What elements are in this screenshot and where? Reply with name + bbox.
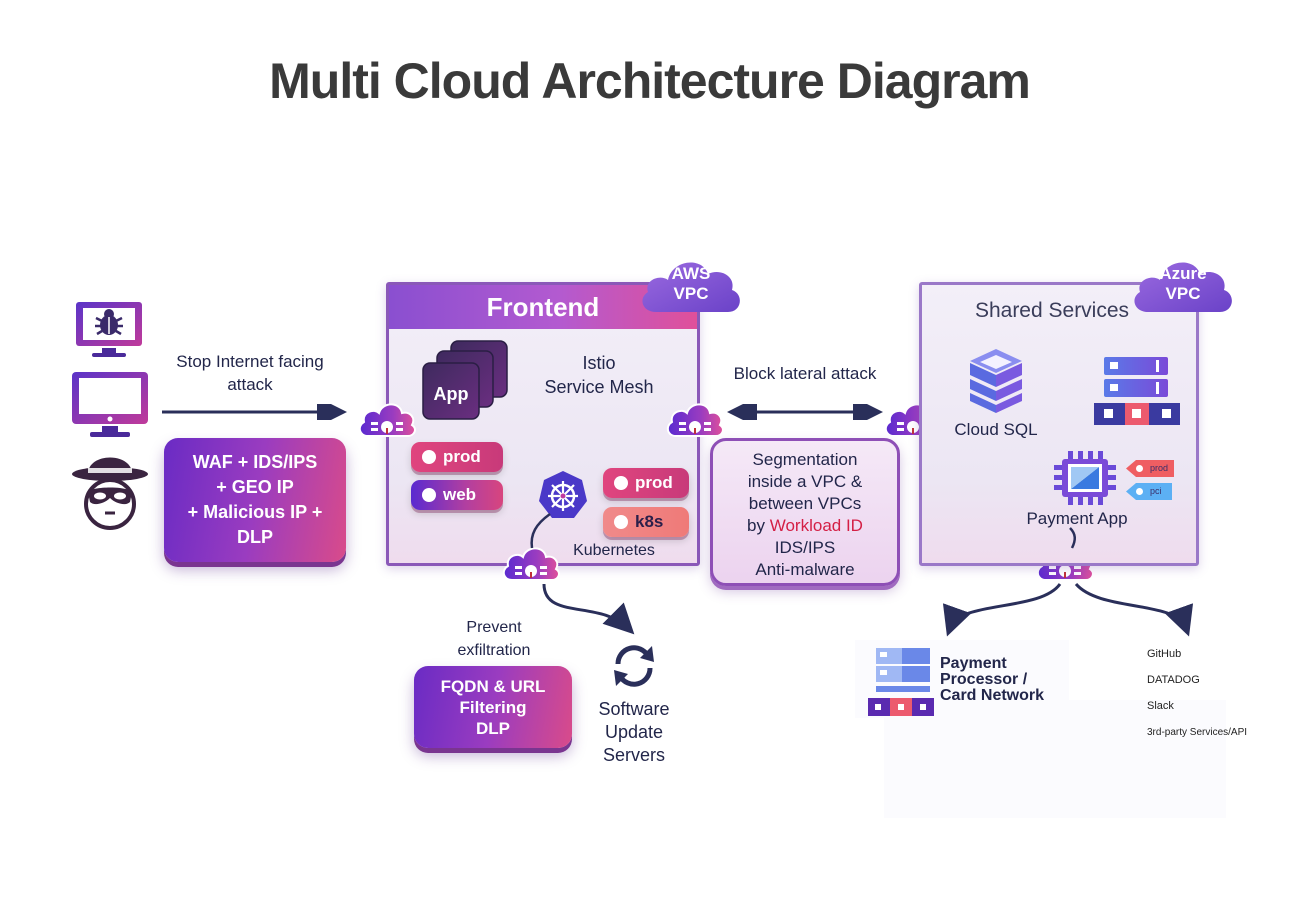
app-label: App: [433, 384, 469, 404]
label-line: Payment: [940, 655, 1007, 672]
gateway-aws-east-icon[interactable]: [664, 398, 726, 440]
frontend-title: Frontend: [486, 292, 600, 322]
payment-processor-arrow: [943, 583, 1062, 637]
third-party-slack[interactable]: Slack: [1147, 700, 1174, 712]
lateral-arrow-label: Block lateral attack: [733, 364, 877, 383]
badge-line: Azure: [1159, 264, 1207, 283]
payment-app-chip-icon: [1054, 451, 1116, 505]
seg-highlight: Workload ID: [769, 516, 863, 535]
aws-vpc-badge: AWS VPC: [636, 250, 746, 316]
monitor-icon: [72, 372, 148, 437]
label-line: Prevent: [466, 619, 522, 636]
label-line: exfiltration: [457, 642, 531, 659]
box-line: FQDN & URL: [440, 677, 546, 696]
internet-arrow: [162, 404, 347, 420]
label-line: Card Network: [940, 687, 1045, 704]
label-line: Software: [598, 699, 670, 719]
third-party-datadog[interactable]: DATADOG: [1147, 674, 1200, 686]
label-line: Service Mesh: [544, 377, 654, 397]
badge-line: AWS: [671, 264, 711, 283]
internet-sources: [66, 298, 156, 538]
azure-vpc-shared-services: Shared Services Cloud SQL: [919, 282, 1199, 566]
seg-prefix: by: [747, 516, 770, 535]
istio-service-mesh-label: Istio Service Mesh: [519, 351, 679, 399]
kubernetes-icon: [539, 471, 587, 518]
page-title: Multi Cloud Architecture Diagram: [269, 53, 1031, 109]
badge-line: VPC: [673, 284, 709, 303]
box-line: WAF + IDS/IPS: [192, 452, 318, 472]
sync-icon: [614, 645, 654, 687]
aws-vpc-frontend: Frontend App Istio Service Mesh prod web…: [386, 282, 700, 566]
payment-processor-icon: [868, 648, 934, 716]
kubernetes-label: Kubernetes: [573, 542, 655, 559]
tag-web: web: [411, 480, 503, 510]
box-line: Filtering: [459, 698, 527, 717]
label-line: Stop Internet facing: [176, 352, 324, 371]
label-line: Update: [604, 722, 664, 742]
server-rack-icon: [1094, 357, 1180, 425]
gateway-ingress-icon[interactable]: [356, 398, 418, 440]
tag-prod-payment: prod: [1126, 460, 1174, 477]
tag-prod: prod: [411, 442, 503, 472]
azure-vpc-badge-label: Azure VPC: [1128, 264, 1238, 304]
third-party-services-api[interactable]: 3rd-party Services/API: [1147, 727, 1248, 738]
software-update-servers-label: Software Update Servers: [574, 698, 694, 767]
cloud-sql-label: Cloud SQL: [954, 420, 1038, 439]
aws-vpc-badge-label: AWS VPC: [636, 264, 746, 304]
hacker-icon: [72, 457, 148, 530]
box-line: DLP: [476, 719, 510, 738]
azure-vpc-badge: Azure VPC: [1128, 250, 1238, 316]
box-line: DLP: [237, 527, 273, 547]
seg-line: Segmentation: [752, 450, 858, 469]
seg-line: by Workload ID: [713, 515, 897, 537]
payment-app-label: Payment App: [1026, 509, 1128, 528]
label-line: Istio: [582, 353, 616, 373]
third-party-github[interactable]: GitHub: [1147, 648, 1182, 660]
external-panel-bg: [884, 700, 1226, 818]
waf-protection-box: WAF + IDS/IPS + GEO IP + Malicious IP + …: [164, 438, 346, 562]
bug-monitor-icon: [76, 302, 142, 357]
tag-pci: pci: [1126, 483, 1172, 500]
tag-prod-k8s: prod: [603, 468, 689, 498]
label-line: Servers: [602, 745, 665, 765]
seg-line: inside a VPC &: [747, 472, 863, 491]
box-line: + Malicious IP +: [187, 502, 323, 522]
gateway-aws-egress-icon[interactable]: [500, 542, 562, 584]
fqdn-filter-box: FQDN & URL Filtering DLP: [414, 666, 572, 748]
lateral-arrow: [727, 404, 883, 420]
label-line: Processor /: [940, 671, 1028, 688]
app-stack-icon: [422, 340, 508, 420]
seg-line: IDS/IPS: [774, 538, 836, 557]
third-party-arrow: [1074, 582, 1193, 637]
badge-line: VPC: [1165, 284, 1201, 303]
tag-k8s: k8s: [603, 507, 689, 537]
box-line: + GEO IP: [216, 477, 294, 497]
label-line: attack: [227, 375, 273, 394]
seg-line: Anti-malware: [755, 560, 855, 579]
shared-services-title: Shared Services: [974, 299, 1130, 322]
cloud-sql-icon: [970, 349, 1022, 413]
exfiltration-label: Prevent exfiltration: [424, 616, 564, 662]
seg-line: between VPCs: [748, 494, 862, 513]
internet-arrow-label: Stop Internet facing attack: [160, 350, 340, 396]
payment-processor-label: Payment Processor / Card Network: [940, 656, 1044, 704]
segmentation-box: Segmentation inside a VPC & between VPCs…: [710, 438, 900, 586]
